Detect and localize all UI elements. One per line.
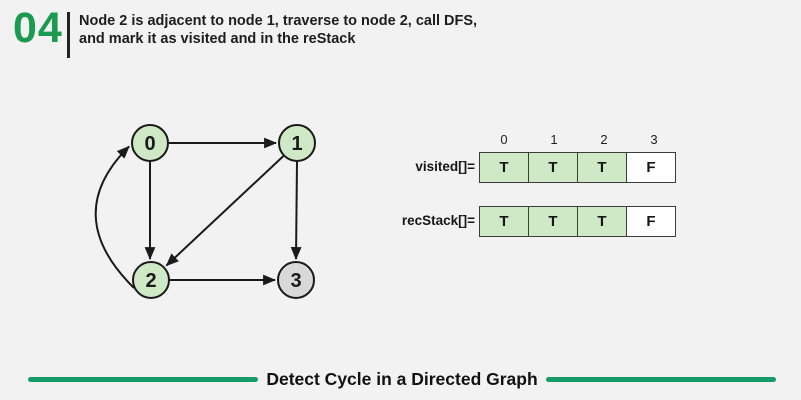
- edge-2-to-0-curved: [94, 145, 135, 289]
- graph-node-2: 2: [132, 261, 170, 299]
- footer-line-left: [28, 377, 259, 382]
- node-2-circle: [132, 261, 170, 299]
- index-label-0: 0: [500, 132, 508, 147]
- visited-array-label: visited[]=: [415, 159, 475, 174]
- header-divider: [67, 12, 70, 58]
- footer-line-right: [545, 377, 777, 382]
- node-1-label: 1: [291, 133, 302, 155]
- step-description: Node 2 is adjacent to node 1, traverse t…: [79, 12, 477, 48]
- footer: Detect Cycle in a Directed Graph: [28, 369, 777, 390]
- recstack-array-label: recStack[]=: [401, 213, 475, 228]
- recstack-cell-0: T: [479, 206, 529, 237]
- node-0-circle: [131, 124, 169, 162]
- directed-graph: 0 1 2 3: [94, 124, 316, 299]
- step-description-line-1: Node 2 is adjacent to node 1, traverse t…: [79, 13, 478, 29]
- edge-1-to-2: [165, 154, 285, 267]
- array-index-row: 0 1 2 3: [479, 132, 679, 147]
- recstack-cell-1: T: [528, 206, 578, 237]
- node-2-label: 2: [145, 270, 156, 292]
- node-3-label: 3: [290, 270, 301, 292]
- edge-1-to-3: [290, 160, 302, 261]
- visited-cell-1: T: [528, 152, 578, 183]
- node-1-circle: [278, 124, 316, 162]
- graph-node-1: 1: [278, 124, 316, 162]
- index-label-3: 3: [650, 132, 658, 147]
- visited-cell-0: T: [479, 152, 529, 183]
- index-label-2: 2: [600, 132, 608, 147]
- visited-cell-2: T: [577, 152, 627, 183]
- step-description-line-2: and mark it as visited and in the reStac…: [79, 31, 356, 47]
- recstack-array-row: T T T F: [479, 206, 676, 237]
- node-3-circle: [277, 261, 315, 299]
- visited-cell-3: F: [626, 152, 676, 183]
- recstack-cell-3: F: [626, 206, 676, 237]
- index-label-1: 1: [550, 132, 558, 147]
- recstack-cell-2: T: [577, 206, 627, 237]
- footer-title: Detect Cycle in a Directed Graph: [266, 369, 538, 389]
- graph-node-0: 0: [131, 124, 169, 162]
- graph-node-3: 3: [277, 261, 315, 299]
- visited-array-row: T T T F: [479, 152, 676, 183]
- step-number: 04: [13, 4, 63, 52]
- node-0-label: 0: [144, 133, 155, 155]
